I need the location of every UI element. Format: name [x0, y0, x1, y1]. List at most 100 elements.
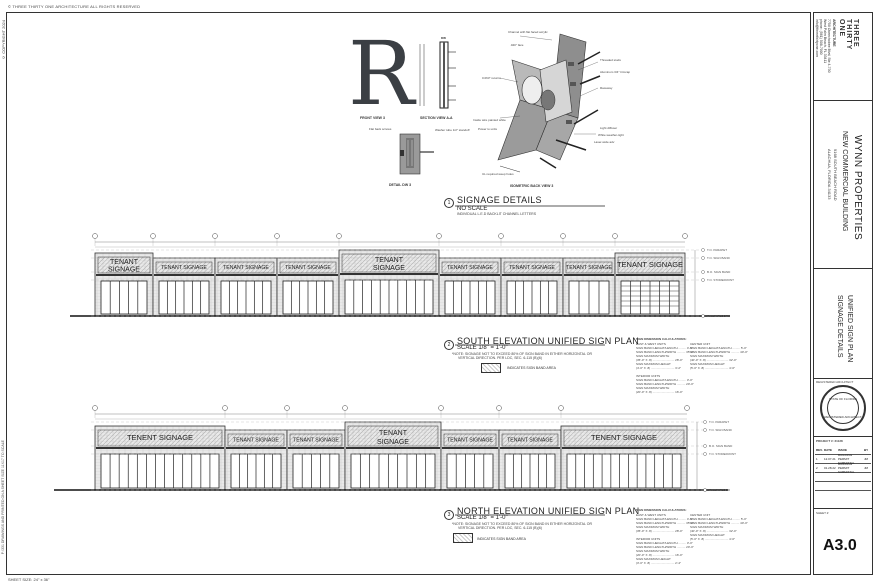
architect-seal: STATE OF FLORIDA REGISTERED ARCHITECT	[820, 385, 866, 431]
dw-label: DW	[441, 36, 446, 40]
front-view-letter: R	[348, 22, 415, 125]
seal-label: REGISTERED ARCHITECT	[816, 380, 854, 384]
detail-dw-caption: DETAIL DW 3	[389, 183, 412, 187]
detail-note: Aluminum 3/4" trimcap	[600, 70, 631, 74]
level-marker-label: T.O. PARAPET	[707, 248, 727, 252]
tenant-sign-text: SIGNAGE	[373, 265, 405, 272]
project-block: WYNN PROPERTIES NEW COMMERCIAL BUILDING …	[814, 101, 872, 269]
south-number-bubble: 2	[444, 340, 454, 350]
firm-block: THREE THIRTY ONE ARCHITECTURE 7750 Okeec…	[814, 13, 872, 101]
tenant-sign-text: TENENT SIGNAGE	[591, 433, 657, 442]
tenant-sign-text: TENANT SIGNAGE	[233, 437, 279, 443]
sheet-size-label: SHEET SIZE: 24" x 36"	[8, 577, 50, 582]
tenant-sign-text: TENANT SIGNAGE	[293, 437, 339, 443]
south-title: SOUTH ELEVATION UNIFIED SIGN PLAN	[457, 336, 640, 346]
south-note-2: VERTICAL DIRECTION. PER LDC, SEC. 6-115 …	[458, 356, 542, 360]
level-marker-label: B.O. SIGN BAND	[707, 270, 731, 274]
tenant-sign-text: TENANT SIGNAGE	[285, 265, 331, 271]
detail-note: Threaded studs	[600, 58, 621, 62]
section-view-caption: SECTION VIEW A-A	[420, 116, 453, 120]
calc-left: EAST & WEST UNITS SIGN BAND HEIGHT/LENGT…	[636, 342, 694, 394]
tenant-sign-text: TENANT SIGNAGE	[617, 260, 683, 269]
section-note: INDIVIDUAL L.E.D BACKLIT CHANNEL LETTERS	[457, 212, 537, 216]
level-marker-label: T.O. SIGN BAND	[707, 256, 731, 260]
sign-band-legend-swatch	[481, 363, 501, 373]
revision-block: PROJECT #: 21128 REV. DATE ISSUE BY 1 12…	[814, 437, 872, 509]
seal-block: REGISTERED ARCHITECT STATE OF FLORIDA RE…	[814, 379, 872, 437]
sheet-label: SHEET #	[816, 511, 829, 515]
firm-name-1: THREE	[852, 19, 859, 48]
detail-note: Inside wire painted white	[473, 118, 506, 122]
calc-title: SIGN DIMENSION CALCULATIONS:	[636, 337, 687, 341]
sheet-number: A3.0	[823, 537, 857, 554]
north-note-2: VERTICAL DIRECTION. PER LDC, SEC. 6-115 …	[458, 526, 542, 530]
north-scale: SCALE 1/8" = 1'-0"	[457, 515, 508, 521]
detail-note: White weather-tight	[598, 133, 624, 137]
seal-bottom-text: REGISTERED ARCHITECT	[824, 415, 862, 419]
section-view-drawing	[419, 41, 456, 109]
tenant-sign-text: TENANT	[375, 257, 404, 264]
tenant-sign-text: TENANT	[379, 430, 408, 437]
tenant-sign-text: TENANT SIGNAGE	[447, 265, 493, 271]
tenant-sign-text: SIGNAGE	[377, 439, 409, 446]
firm-phone: phone: (561) 508-7000	[819, 19, 823, 55]
detail-note: Light diffuser	[600, 126, 618, 130]
tenant-sign-text: TENANT SIGNAGE	[507, 437, 553, 443]
detail-dw-drawing	[399, 133, 434, 175]
level-marker-label: T.O. SIGN BAND	[709, 428, 733, 432]
tenant-sign-text: TENANT SIGNAGE	[509, 265, 555, 271]
firm-name-2: THIRTY	[845, 19, 852, 51]
firm-address: 7750 Okeechobee Blvd, Ste 4-730	[827, 19, 831, 73]
sheet-title-block: UNIFIED SIGN PLAN SIGNAGE DETAILS	[814, 269, 872, 379]
section-title: SIGNAGE DETAILS	[457, 195, 542, 205]
revision-table: REV. DATE ISSUE BY 1 12.07.21 BUILDING P…	[815, 446, 871, 491]
revision-row: 2 01.28.22 BUILDING PERMIT SUBMITTAL JM	[815, 462, 871, 474]
front-view-caption: FRONT VIEW 3	[360, 116, 385, 120]
level-marker-label: FINISH FLOOR	[709, 488, 731, 492]
project-subtitle: NEW COMMERCIAL BUILDING	[841, 131, 848, 232]
detail-note: Flat back screws	[369, 127, 392, 131]
seal-top-text: STATE OF FLORIDA	[828, 397, 858, 401]
detail-note: Raceway	[600, 86, 613, 90]
level-marker-label: FINISH FLOOR	[707, 314, 729, 318]
detail-note: .040" face	[510, 43, 524, 47]
sheet-number-block: SHEET # A3.0	[814, 509, 872, 574]
drawing-border	[6, 12, 811, 575]
sheet-title-2: SIGNAGE DETAILS	[836, 295, 843, 358]
copyright-notice: © THREE THIRTY ONE ARCHITECTURE ALL RIGH…	[8, 4, 141, 9]
tenant-sign-text: TENANT SIGNAGE	[447, 437, 493, 443]
firm-tag: ARCHITECTURE	[832, 19, 836, 47]
tenant-sign-text: TENANT SIGNAGE	[223, 265, 269, 271]
calc-left: EAST & WEST UNITS SIGN BAND HEIGHT/LENGT…	[636, 513, 694, 565]
level-marker-label: T.O. STOREFRONT	[709, 452, 736, 456]
project-name: WYNN PROPERTIES	[852, 135, 863, 241]
project-address-2: ALACHUA, FLORIDA 34133	[827, 149, 832, 200]
firm-city: West Palm Beach, FL 33411	[823, 19, 827, 64]
north-title: NORTH ELEVATION UNIFIED SIGN PLAN	[457, 506, 640, 516]
south-scale: SCALE 1/8" = 1'-0"	[457, 345, 508, 351]
revision-row: 1 12.07.21 BUILDING PERMIT SUBMITTAL JM	[815, 453, 871, 465]
level-marker-label: T.O. PARAPET	[709, 420, 729, 424]
project-number: PROJECT #: 21128	[816, 439, 843, 443]
calc-title: SIGN DIMENSION CALCULATIONS:	[636, 508, 687, 512]
section-scale: NO SCALE	[457, 206, 488, 212]
revision-header: REV. DATE ISSUE BY	[815, 446, 871, 455]
tenant-sign-text: TENENT SIGNAGE	[127, 433, 193, 442]
north-number-bubble: 3	[444, 510, 454, 520]
detail-note: Channel with flat faced acrylic	[508, 30, 548, 34]
tenant-sign-text: TENANT SIGNAGE	[566, 265, 612, 271]
detail-note: Power to units	[478, 127, 498, 131]
tenant-sign-text: TENANT SIGNAGE	[161, 265, 207, 271]
isometric-caption: ISOMETRIC BACK VIEW 3	[510, 184, 554, 188]
sign-band-legend-swatch	[453, 533, 473, 543]
level-marker-label: T.O. STOREFRONT	[707, 278, 734, 282]
sign-band-legend-label: INDICATES SIGN BAND AREA	[477, 537, 526, 541]
project-address-1: 9168 SOUTH BEACH ROAD	[833, 149, 838, 201]
tenant-sign-text: SIGNAGE	[108, 266, 140, 273]
title-block: THREE THIRTY ONE ARCHITECTURE 7750 Okeec…	[813, 12, 873, 575]
south-note-1: *NOTE: SIGNAGE NOT TO EXCEED 80% OF SIGN…	[452, 352, 593, 356]
sheet-title-1: UNIFIED SIGN PLAN	[846, 295, 853, 363]
